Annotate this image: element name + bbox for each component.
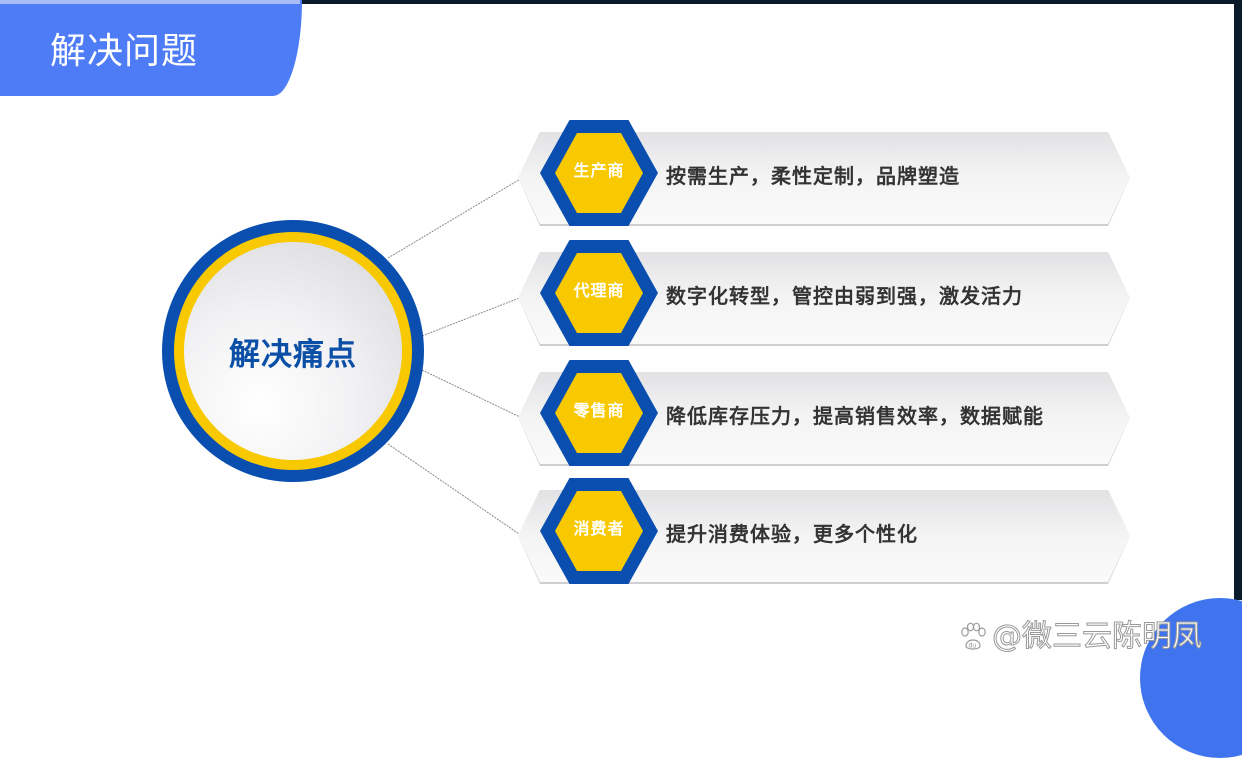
watermark: du @微三云陈明凤 [958, 618, 1203, 656]
window-frame-right [1234, 0, 1242, 600]
item-tag: 生产商 [573, 161, 625, 180]
hexagon-badge-inner: 消费者 [555, 491, 643, 571]
title-tab: 解决问题 [0, 0, 302, 96]
item-description: 按需生产，柔性定制，品牌塑造 [666, 164, 960, 188]
hexagon-badge: 生产商 [540, 120, 658, 226]
connector-lines [387, 177, 523, 537]
center-circle-core: 解决痛点 [184, 242, 402, 460]
hexagon-badge: 消费者 [540, 478, 658, 584]
list-item-producer: 生产商 按需生产，柔性定制，品牌塑造 [518, 120, 1130, 226]
list-item-retailer: 零售商 降低库存压力，提高销售效率，数据赋能 [518, 360, 1130, 466]
window-frame-top [300, 0, 1242, 4]
center-circle: 解决痛点 [162, 220, 424, 482]
hexagon-badge-inner: 零售商 [555, 373, 643, 453]
item-tag: 消费者 [573, 519, 625, 538]
hexagon-badge: 零售商 [540, 360, 658, 466]
hexagon-badge-inner: 生产商 [555, 133, 643, 213]
hexagon-badge: 代理商 [540, 240, 658, 346]
item-description: 降低库存压力，提高销售效率，数据赋能 [666, 404, 1044, 428]
center-circle-yellow-ring: 解决痛点 [174, 232, 412, 470]
item-description: 提升消费体验，更多个性化 [666, 522, 918, 546]
center-label: 解决痛点 [229, 336, 357, 373]
svg-text:du: du [969, 643, 977, 650]
item-tag: 代理商 [573, 281, 625, 300]
baidu-paw-icon: du [958, 622, 988, 652]
list-item-consumer: 消费者 提升消费体验，更多个性化 [518, 478, 1130, 584]
hexagon-badge-inner: 代理商 [555, 253, 643, 333]
page-title: 解决问题 [50, 31, 199, 72]
item-tag: 零售商 [573, 401, 625, 420]
list-item-agent: 代理商 数字化转型，管控由弱到强，激发活力 [518, 240, 1130, 346]
title-tab-highlight [0, 0, 300, 4]
item-description: 数字化转型，管控由弱到强，激发活力 [666, 284, 1023, 308]
watermark-text: @微三云陈明凤 [992, 619, 1203, 655]
